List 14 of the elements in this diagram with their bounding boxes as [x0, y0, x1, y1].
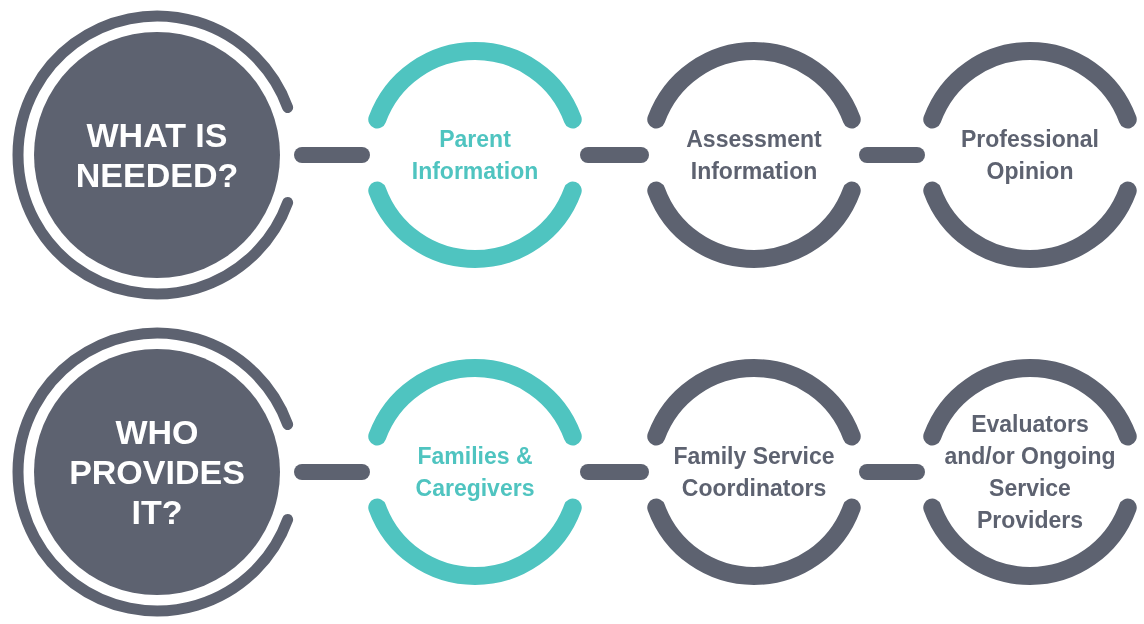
- connector-bar: [294, 464, 370, 480]
- node-label: Families & Caregivers: [414, 442, 536, 503]
- connector-bar: [859, 147, 925, 163]
- heading-text: WHAT IS NEEDED?: [74, 115, 240, 195]
- node-label: Assessment Information: [685, 125, 823, 186]
- connector-bar: [580, 147, 649, 163]
- connector-bar: [294, 147, 370, 163]
- heading-text: WHO PROVIDES IT?: [68, 412, 246, 532]
- node-label: Parent Information: [410, 125, 540, 186]
- node-label: Family Service Coordinators: [672, 442, 836, 503]
- node-label: Evaluators and/or Ongoing Service Providers: [943, 410, 1117, 535]
- connector-bar: [580, 464, 649, 480]
- connector-bar: [859, 464, 925, 480]
- node-label: Professional Opinion: [959, 125, 1100, 186]
